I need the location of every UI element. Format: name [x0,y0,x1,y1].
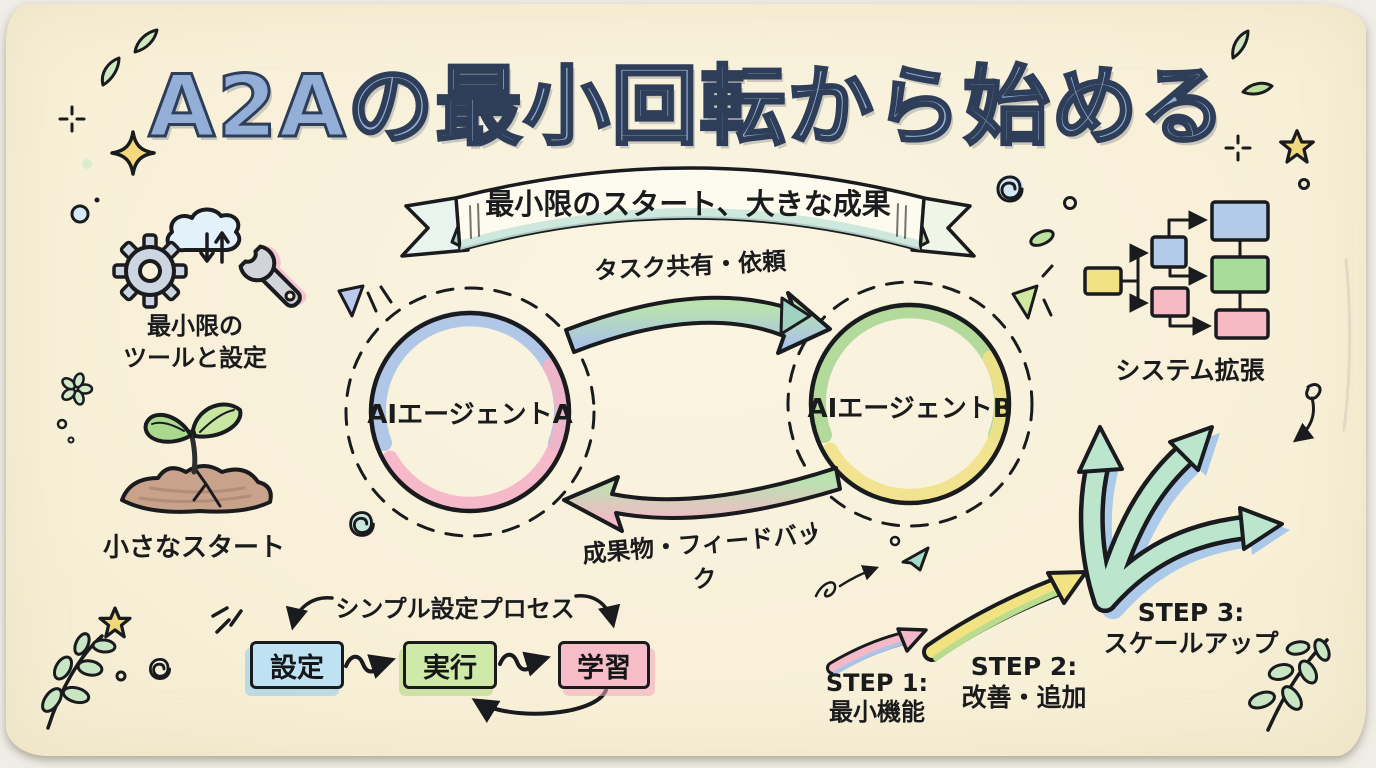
step2-desc: 改善・追加 [961,682,1087,712]
roadmap-step-1: STEP 1: 最小機能 [810,669,944,728]
step-arrows [810,521,1088,675]
roadmap-step-3: STEP 3: スケールアップ [1100,598,1282,659]
flowchart-icon [1083,200,1270,340]
branching-arrows-icon [1077,425,1290,619]
agent-a-label: AIエージェントA [367,400,573,430]
paper-background [6,4,1366,756]
agent-circle-b [786,280,1034,528]
agent-circle-a [344,286,596,538]
step1-desc: 最小機能 [829,698,925,727]
feedback-arrow [562,466,842,533]
tools-caption-line1: 最小限の [147,312,243,340]
leaf-branch-bottom-right [1248,638,1331,732]
step3-title: STEP 3: [1137,598,1245,627]
loop-arrow [1292,383,1322,443]
process-box-run: 実行 [403,641,497,689]
tools-caption-line2: ツールと設定 [123,344,267,373]
task-share-arrow [564,291,832,355]
step2-title: STEP 2: [970,652,1078,681]
leaf-branch-bottom-left [41,632,117,730]
process-arrows [211,594,621,723]
ribbon-banner [400,166,976,258]
wrench-icon [238,244,307,308]
process-title: シンプル設定プロセス [335,595,575,623]
step1-title: STEP 1: [825,669,929,697]
page-title: A2Aの最小回転から始める [147,56,1228,159]
tools-caption: 最小限の ツールと設定 [102,310,288,375]
cloud-sync-icon [165,207,242,264]
agent-b-label: AIエージェントB [807,394,1013,424]
process-box-setup: 設定 [250,641,344,689]
sprout-icon [120,402,273,514]
sprout-caption: 小さなスタート [102,533,285,563]
banner-text: 最小限のスタート、大きな成果 [485,187,891,221]
decorations [41,28,1352,732]
step3-desc: スケールアップ [1103,628,1279,658]
process-box-learn: 学習 [558,641,650,689]
gear-icon [112,233,188,309]
paper-plane-icon [901,546,930,572]
expansion-caption: システム拡張 [1115,356,1265,385]
roadmap-step-2: STEP 2: 改善・追加 [948,652,1100,713]
